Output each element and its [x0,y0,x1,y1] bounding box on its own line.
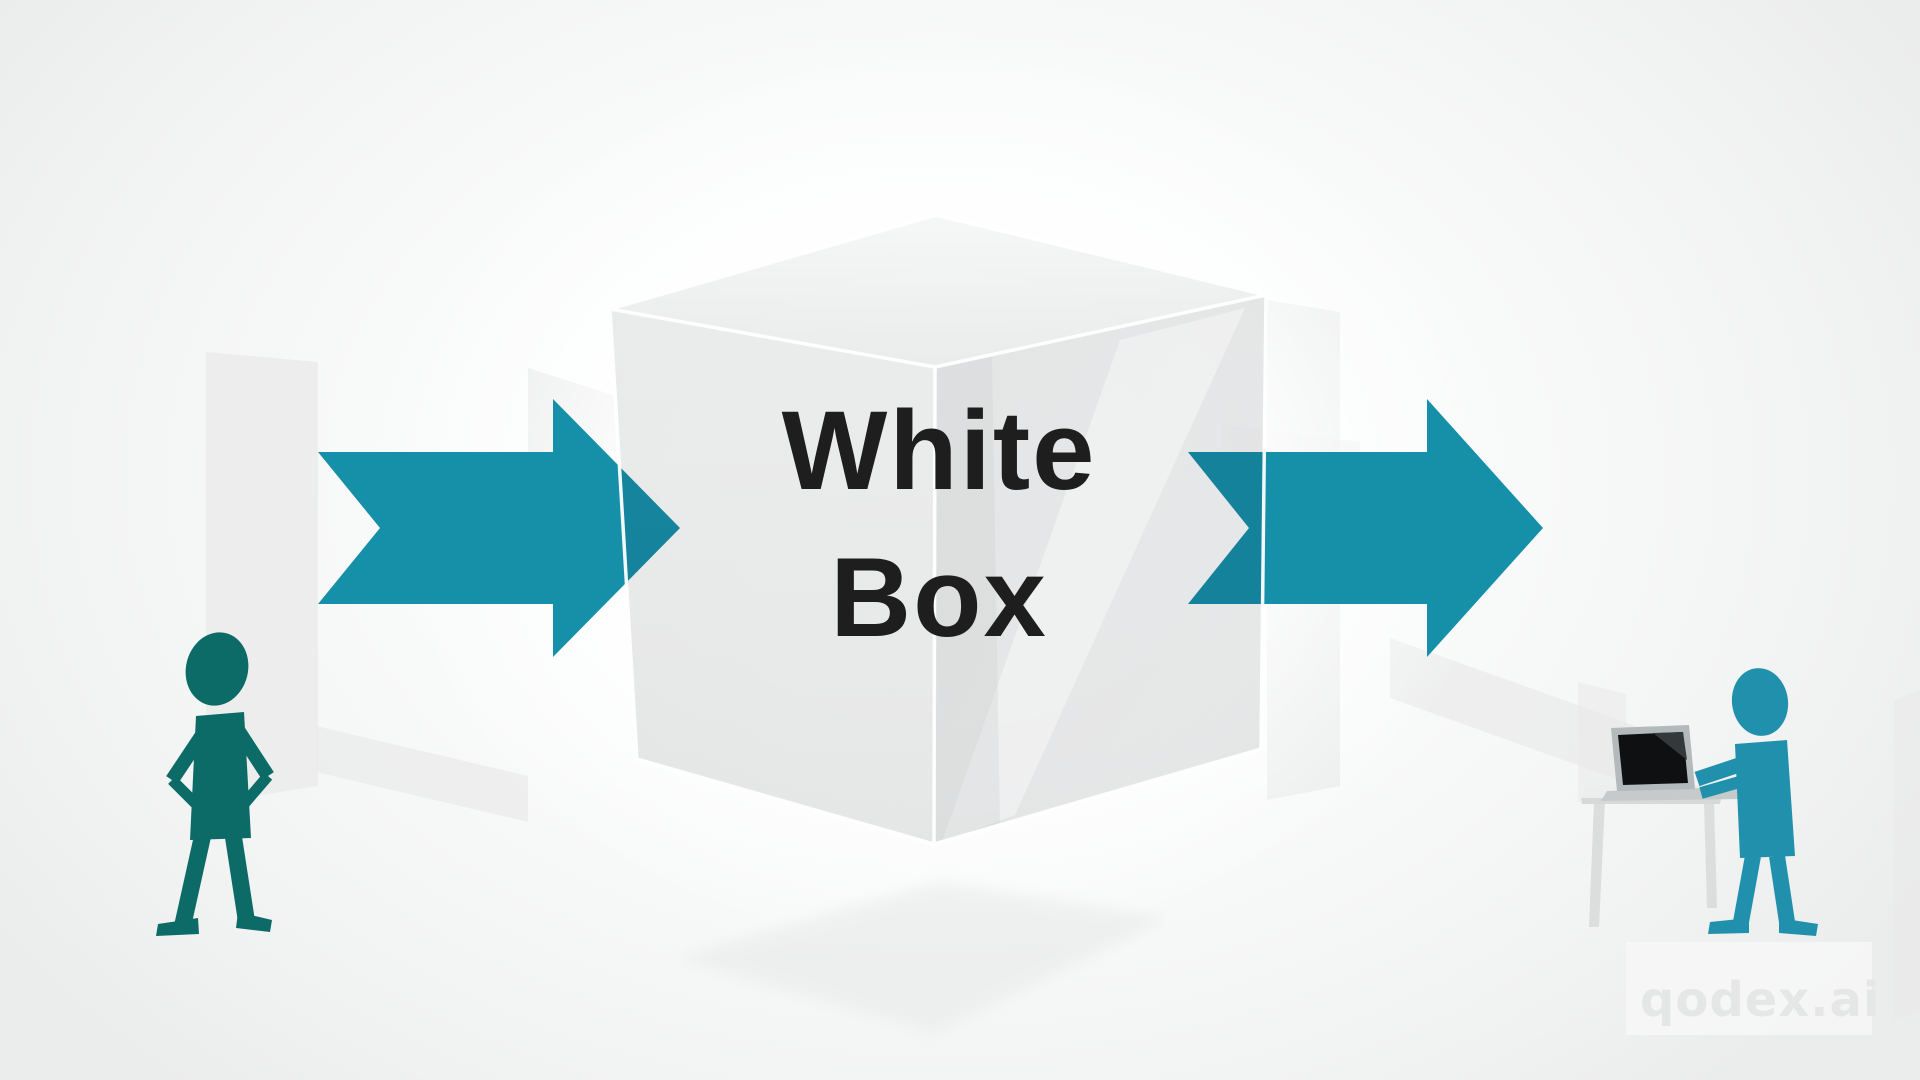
laptop [1601,725,1742,801]
person-right-head [1731,668,1789,736]
cube-sheen [942,308,1245,842]
white-box-cube [608,213,1268,846]
cube-left-face [610,309,935,844]
person-right-foot [1708,918,1749,934]
person-left-torso [190,712,251,840]
cube-edges [608,213,1268,846]
flow-arrow-right [1188,399,1543,657]
cube-shadow [676,882,1168,1034]
decor-slab [1578,682,1626,802]
person-right-foot [1779,918,1818,936]
box-label-line2: Box [830,535,1048,660]
person-left-arms [166,726,274,926]
watermark-card [1626,942,1872,1035]
person-left-foot [236,912,272,932]
flow-arrow-left [318,399,680,657]
desk-leg [1589,801,1605,927]
watermark-text: qodex.ai [1640,972,1880,1028]
person-right-figure [1694,668,1818,936]
person-right-torso [1735,740,1795,858]
decor-ribbon [316,726,528,822]
watermark-logo: qodex.ai [1626,942,1880,1035]
desk-leg [1704,801,1717,908]
person-left-figure [156,632,274,936]
workstation-group [1581,668,1818,936]
decor-slab [1894,690,1920,1020]
person-left-head [185,632,249,706]
box-label-line1: White [782,388,1097,513]
person-right-arms [1694,754,1795,924]
laptop-screen-glare [1653,732,1687,760]
cube-inner-shade [934,356,1000,844]
box-label: White Box [782,388,1097,660]
standing-desk [1581,785,1726,927]
person-left-foot [156,918,199,936]
cube-right-face [934,295,1266,844]
